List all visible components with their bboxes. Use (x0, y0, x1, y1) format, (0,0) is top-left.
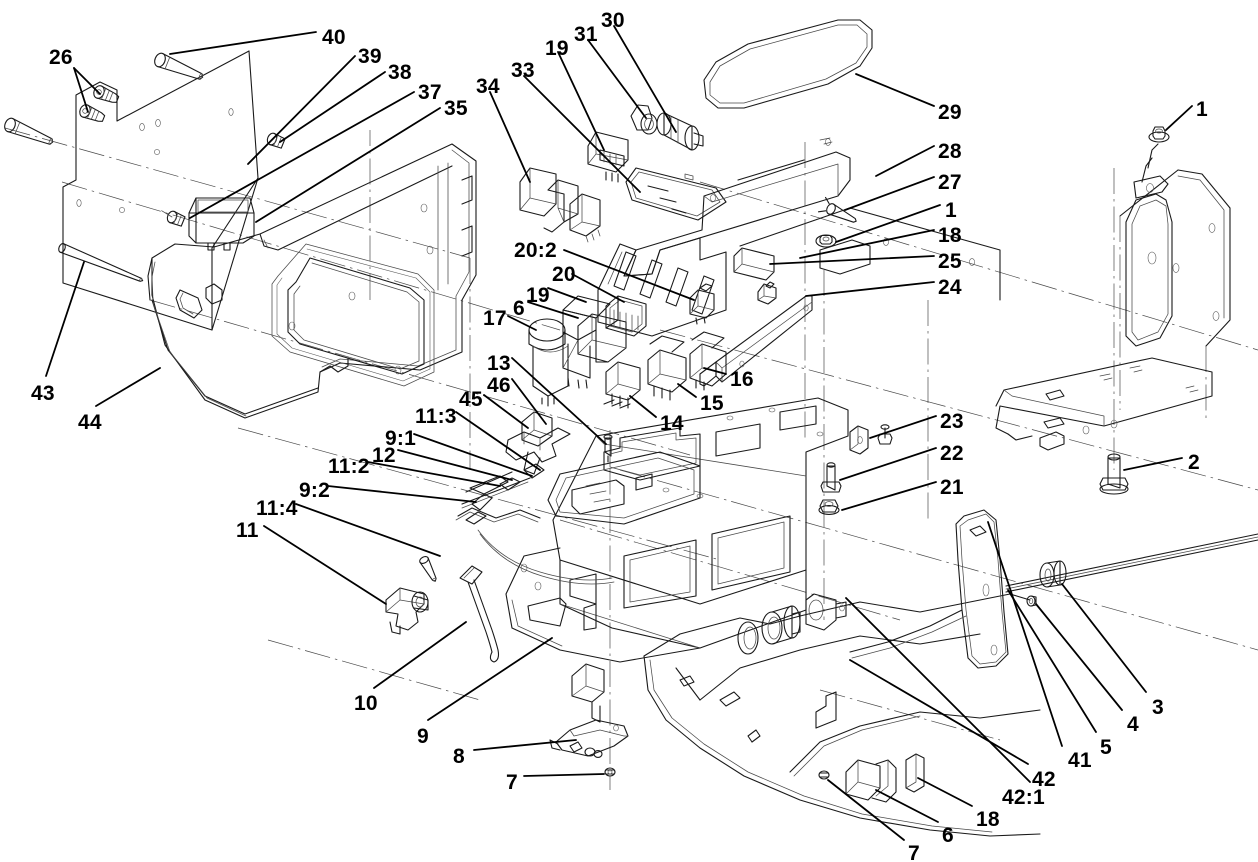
callout-39: 39 (358, 45, 382, 68)
callout-2: 2 (1188, 451, 1200, 474)
callout-30: 30 (601, 9, 625, 32)
part-11-4-connector-pin (419, 556, 437, 582)
callout-7-a: 7 (506, 771, 518, 794)
callout-11-4: 11:4 (256, 497, 298, 520)
part-1-flange-nut-b (1148, 126, 1170, 143)
callout-37: 37 (418, 81, 442, 104)
callout-18-b: 18 (976, 808, 1000, 831)
callout-40: 40 (322, 26, 346, 49)
part-30-ignition-switch (656, 112, 704, 151)
part-40-access-cover (62, 50, 259, 331)
callout-20: 20 (552, 263, 576, 286)
callout-6-b: 6 (942, 824, 954, 847)
callout-24: 24 (938, 276, 962, 299)
callout-43: 43 (31, 382, 55, 405)
callout-28: 28 (938, 140, 962, 163)
part-8-pedal-bracket (549, 663, 629, 758)
part-26-shoulder-screws (79, 85, 120, 122)
callout-25: 25 (938, 250, 962, 273)
callout-38: 38 (388, 61, 412, 84)
callout-9-2: 9:2 (299, 479, 330, 502)
part-34-switch-group (519, 167, 601, 243)
callout-23: 23 (940, 410, 964, 433)
callout-27: 27 (938, 171, 962, 194)
part-14-toggle-switch-a (603, 361, 641, 409)
callout-11-2: 11:2 (328, 455, 370, 478)
callout-21: 21 (940, 476, 964, 499)
callout-44: 44 (78, 411, 102, 434)
callout-42: 42 (1032, 768, 1056, 791)
part-13-panel-screw (603, 434, 613, 463)
callout-29: 29 (938, 101, 962, 124)
callout-19-b: 19 (526, 284, 550, 307)
part-21-lock-nut (818, 499, 840, 515)
part-11-connector-block (385, 587, 429, 635)
callout-12: 12 (372, 444, 396, 467)
lower-frame-footrest (643, 593, 1041, 837)
callout-8: 8 (453, 745, 465, 768)
callout-4: 4 (1127, 713, 1139, 736)
callout-10: 10 (354, 692, 378, 715)
callout-16: 16 (730, 368, 754, 391)
callout-35: 35 (444, 97, 468, 120)
callout-45: 45 (459, 388, 483, 411)
part-38-39-pins (4, 52, 286, 227)
part-25-cable-tie-mount (733, 247, 775, 281)
callout-1-a: 1 (945, 199, 957, 222)
callout-14: 14 (660, 412, 684, 435)
callout-11: 11 (236, 519, 259, 542)
callout-31: 31 (574, 23, 598, 46)
part-29-seat-cushion (703, 19, 873, 109)
part-2-carriage-bolt (1099, 453, 1129, 495)
part-19-6-rocker-switches (562, 295, 627, 389)
callout-22: 22 (940, 442, 964, 465)
callout-33: 33 (511, 59, 535, 82)
part-44-left-console-housing (147, 143, 477, 419)
part-15-toggle-switch-b (647, 335, 687, 401)
callout-19-a: 19 (545, 37, 569, 60)
callout-34: 34 (476, 75, 500, 98)
leader-lines (45, 25, 1193, 841)
callout-1-b: 1 (1196, 98, 1208, 121)
part-3-spacer-bushing (1039, 560, 1067, 588)
part-22-shoulder-bolt (820, 462, 842, 493)
right-side-panel (995, 143, 1231, 451)
callout-26: 26 (49, 46, 73, 69)
part-27-cotter-pin (817, 196, 857, 223)
callout-18-a: 18 (938, 224, 962, 247)
part-41-42-brace-arm (849, 509, 1009, 669)
callout-15: 15 (700, 392, 724, 415)
callout-41: 41 (1068, 749, 1092, 772)
callout-9-1: 9:1 (385, 427, 416, 450)
part-10-latch-rod (459, 565, 500, 663)
part-43-cover-pin (58, 243, 144, 282)
part-20-2-relay (689, 283, 715, 325)
part-33-control-plate (625, 167, 727, 221)
callout-6-a: 6 (513, 297, 525, 320)
callout-20-2: 20:2 (514, 239, 557, 262)
callout-46: 46 (487, 374, 511, 397)
part-tube-cluster (737, 593, 847, 655)
callout-9: 9 (417, 725, 429, 748)
callout-5: 5 (1100, 736, 1112, 759)
callout-7-b: 7 (908, 842, 920, 862)
callout-3: 3 (1152, 696, 1164, 719)
part-5-control-rod (1005, 533, 1258, 593)
callout-13: 13 (487, 352, 511, 375)
part-7-small-screw-a (604, 767, 616, 777)
part-1-flange-nut-a (815, 234, 837, 248)
part-4-small-bushing (1026, 595, 1037, 607)
callout-42-1: 42:1 (1002, 786, 1045, 809)
callout-17: 17 (483, 307, 507, 330)
part-28-seat-pan (597, 137, 1001, 337)
part-17-push-button-switch (528, 318, 569, 407)
callout-11-3: 11:3 (415, 405, 457, 428)
